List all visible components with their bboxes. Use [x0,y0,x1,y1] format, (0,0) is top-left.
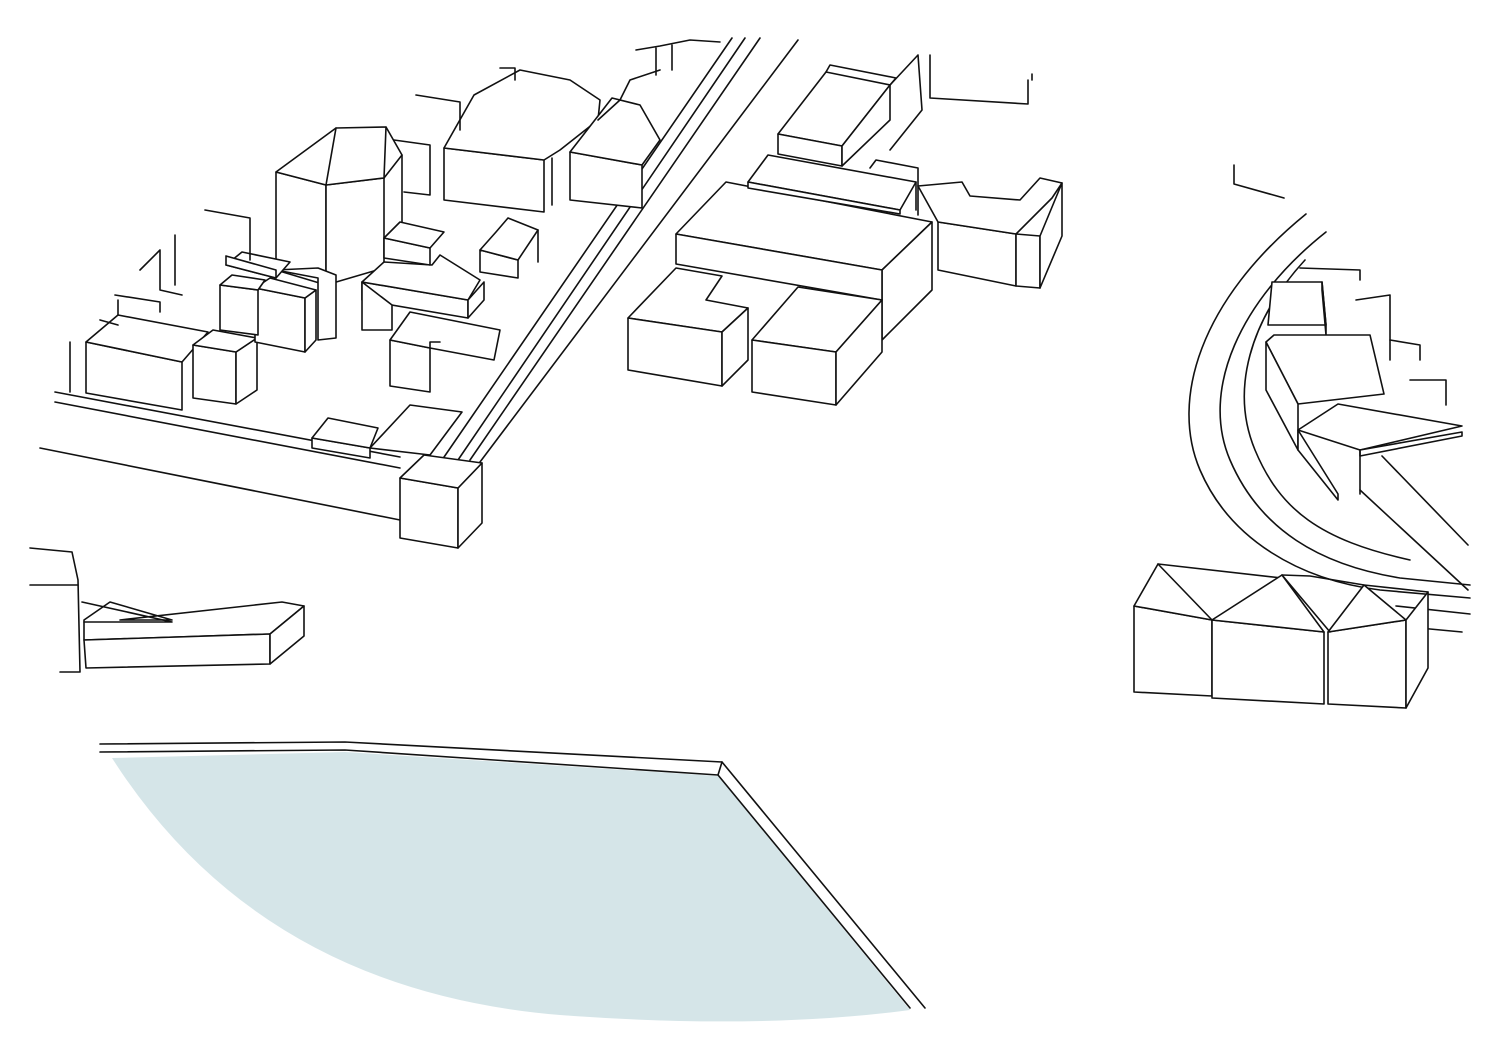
right-fragment-4 [1409,379,1447,406]
quay-edge-inner [99,749,911,1009]
right-fragment-1 [1299,267,1361,281]
octagon-tower-roof [275,126,403,186]
house-2-roof [1211,574,1325,633]
mid-block-front [254,287,306,353]
water-basin [99,741,926,1022]
rail-line-1 [457,37,746,461]
east-block-top [917,177,1063,235]
right-slab-front [1297,429,1339,501]
wing-right-side [835,299,883,406]
curve-mid [1219,231,1471,586]
east-block-side [1039,182,1063,289]
pier-arm [81,601,173,623]
corridor-box-front [389,339,431,393]
houses-peak [1281,574,1331,633]
curve-inner [1243,259,1411,561]
front-road-edge-mid [54,401,401,469]
road-edge [479,39,799,463]
right-slab-diag-2 [1381,455,1469,546]
right-fragment-3 [1389,339,1421,361]
recess-block-top [479,217,539,261]
north-block-3 [597,69,661,121]
north-block-4 [499,67,516,81]
left-fragment-4 [204,209,251,261]
wing-left-side [721,307,749,387]
right-fragment-2 [1355,294,1391,361]
l-building-wall [361,281,393,331]
house-1-ridge [1157,563,1213,621]
upper-block-tall [889,54,923,151]
water-fill [112,752,910,1022]
house-3-front [1327,619,1407,709]
corner-tower-front [399,477,459,549]
connector-front [747,181,901,215]
house-2-front [1211,619,1325,705]
central-block [627,54,1063,406]
quay-corner [717,761,723,776]
house-3-side [1405,591,1429,709]
mid-block-3-front [275,267,337,341]
gabled-houses [1133,563,1429,709]
house-1-front [1133,605,1213,697]
mid-block-2-front [219,284,259,336]
mid-block-side [304,289,317,353]
curve-outer [1188,213,1471,599]
left-fragment-1 [139,249,183,296]
curved-road [1188,164,1471,633]
north-block-5 [415,94,461,131]
octagon-tower-ridge-2 [383,126,387,179]
east-block-end [1015,233,1041,289]
bar-building-top [85,314,209,363]
right-box-1-top [1267,281,1327,326]
rail-line-3 [441,37,733,461]
top-fragment [1233,164,1285,199]
left-block [69,39,721,459]
pier-edge [29,547,81,673]
north-block-2-top [569,97,661,166]
curve-edge-bottom [1395,605,1471,615]
small-cube-front [192,344,237,405]
houses-ridge-line [1281,574,1429,593]
setback-box-top [383,221,445,249]
rail-corridor [441,37,799,463]
north-block-top [443,69,601,161]
front-road-edge-low [39,447,401,521]
front-road [39,391,401,521]
connector-top-2 [869,159,919,216]
flat-slab-b [225,255,277,279]
north-block-6 [393,139,431,196]
upper-block-side [841,84,891,167]
north-block-8 [635,39,721,51]
octagon-tower-ridge [325,127,337,186]
wing-right-front [751,339,837,406]
low-front-building-top [311,417,379,449]
right-slab-top [1297,403,1463,451]
corner-tower [399,454,483,549]
left-fragment-2 [114,294,161,313]
house-3-roof [1327,584,1407,633]
pier-front [83,633,271,669]
pier-side [269,605,305,665]
l-building-end [467,281,485,319]
corridor-box-top [389,311,501,361]
far-fragment-1 [929,54,1029,105]
corner-tower-top [399,454,483,489]
low-front-building-2 [369,404,463,456]
right-slab-diag [1359,489,1469,591]
quay-edge-outer [99,741,926,1009]
right-cluster [1265,267,1469,591]
rail-line-2 [469,37,761,461]
left-pier [29,547,305,673]
left-fragment-3 [99,319,119,326]
mid-block-2-top [219,274,266,291]
corridor-box-line [429,341,441,349]
